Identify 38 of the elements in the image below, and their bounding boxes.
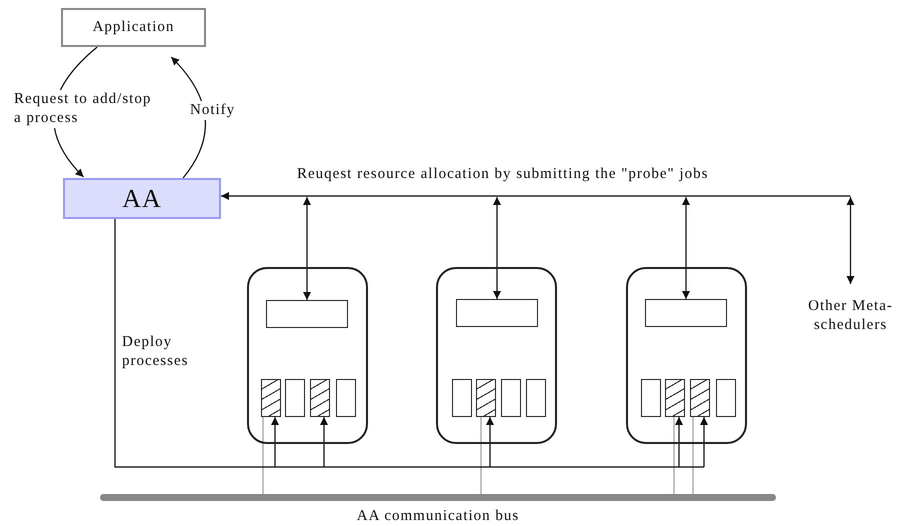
processor-slot — [641, 379, 661, 417]
meta-schedulers-label: Other Meta-schedulers — [790, 296, 911, 336]
edge-label: Reuqest resource allocation by submitting the "probe" jobs — [297, 165, 708, 184]
scheduler-box — [456, 299, 538, 327]
processor-slot — [501, 379, 521, 417]
edge-label: Notify — [190, 101, 236, 120]
busy-processor-slot — [690, 379, 710, 417]
busy-processor-slot — [476, 379, 496, 417]
arrow — [493, 197, 501, 299]
arrow — [271, 417, 279, 467]
arrow — [682, 197, 690, 299]
busy-processor-slot — [261, 379, 281, 417]
busy-processor-slot — [310, 379, 330, 417]
connector-line — [262, 416, 264, 494]
scheduler-box — [266, 300, 348, 328]
connector-line — [480, 416, 482, 494]
arrow — [675, 417, 683, 467]
aa-box: AA — [63, 178, 221, 219]
scheduler-box — [645, 299, 727, 327]
processor-slot — [336, 379, 356, 417]
cluster-box — [626, 267, 747, 444]
cluster-box — [436, 267, 557, 444]
processor-slot — [526, 379, 546, 417]
busy-processor-slot — [665, 379, 685, 417]
arrow — [846, 197, 854, 284]
arrow — [700, 417, 708, 467]
application-box: Application — [61, 8, 206, 47]
connector-line — [692, 416, 694, 494]
arrow — [303, 197, 311, 300]
processor-slot — [452, 379, 472, 417]
arrow — [221, 192, 850, 200]
processor-slot — [285, 379, 305, 417]
connector-line — [114, 219, 704, 468]
processor-slot — [716, 379, 736, 417]
cluster-box — [247, 267, 368, 444]
arrow — [320, 417, 328, 467]
arrow — [486, 417, 494, 467]
communication-bus — [100, 494, 776, 501]
